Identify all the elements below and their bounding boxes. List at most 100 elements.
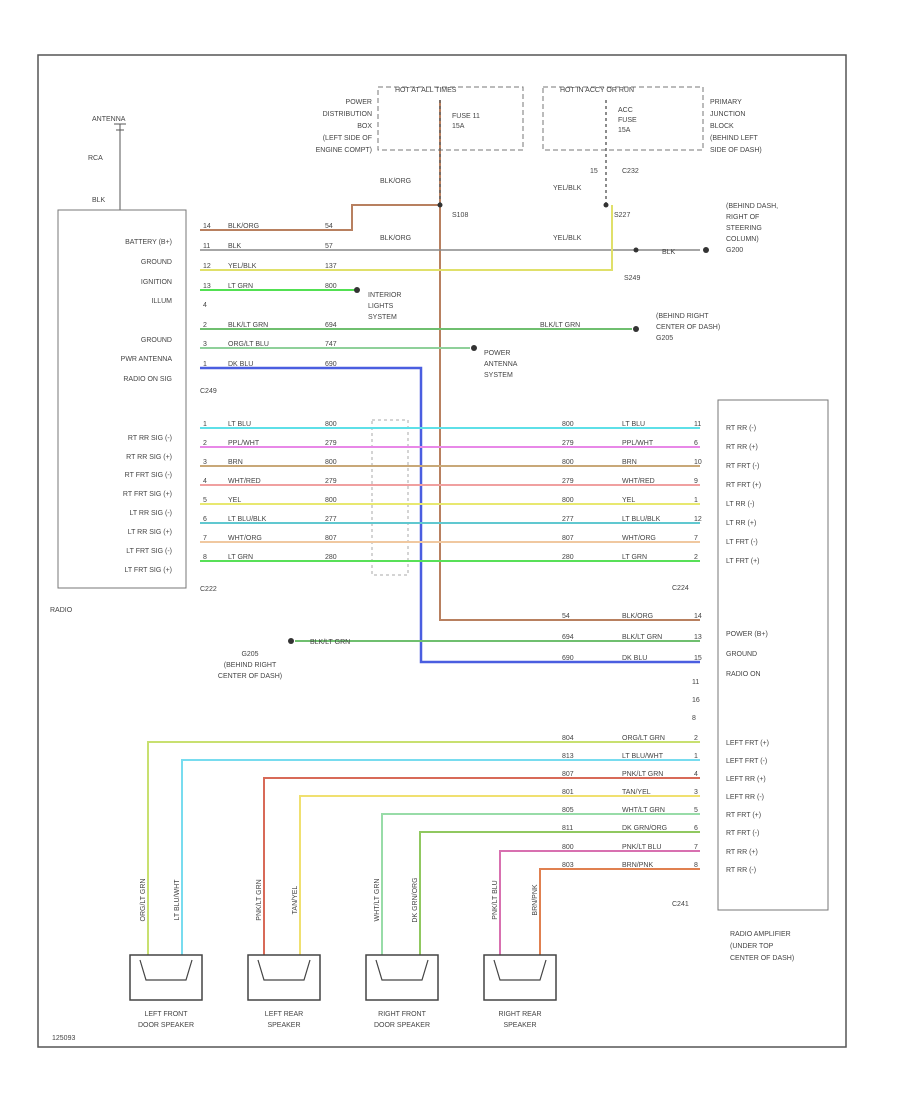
signal-wire-pin-left: 6 [203,516,207,523]
speaker-wire-circuit: 803 [562,862,574,869]
speaker-cone-icon [139,959,193,981]
power-distribution-label-line: BOX [357,123,372,130]
signal-wire-circuit-right: 807 [562,535,574,542]
signal-wire-circuit-right: 277 [562,516,574,523]
primary-junction-label-line: PRIMARY [710,99,742,106]
signal-wire-color-left: LT GRN [228,554,253,561]
ground-g200-label: COLUMN) [726,236,759,243]
wire-dk-blu-radio-on [200,366,700,664]
speaker-wire-line [419,831,700,955]
speaker-name-label: RIGHT REAR [498,1011,541,1018]
speaker-wire-vertical-label: PNK/LT BLU [492,880,499,919]
amplifier-label-line: RADIO AMPLIFIER [730,931,791,938]
signal-wire-color-left: BRN [228,459,243,466]
speaker-wire-line [539,868,700,955]
upper-wire-color: BLK/ORG [228,223,259,230]
signal-wire-color-right: WHT/RED [622,478,655,485]
amplifier-upper-pin-label: LT FRT (-) [726,539,758,546]
ground-g200-label: (BEHIND DASH, [726,203,778,210]
signal-wire-color-left: YEL [228,497,241,504]
power-distribution-label-line: ENGINE COMPT) [316,147,372,154]
speaker-wire-color: LT BLU/WHT [622,753,664,760]
radio-upper-pin-label: IGNITION [141,279,172,286]
speaker-wire-line [263,777,700,955]
upper-wire-color: LT GRN [228,283,253,290]
radio-upper-pin-label: GROUND [141,259,172,266]
interior-lights-label: SYSTEM [368,314,397,321]
upper-wire-pin: 11 [203,243,210,250]
primary-junction-label-line: BLOCK [710,123,734,130]
upper-wire-pin: 13 [203,283,211,290]
amplifier-power-pin-label: GROUND [726,651,757,658]
amplifier-upper-pin-label: RT RR (-) [726,425,756,432]
speaker-wire-color: ORG/LT GRN [622,735,665,742]
power-distribution-label-line: POWER [346,99,372,106]
speaker-wire-line [147,741,700,955]
speaker-name-label: LEFT REAR [265,1011,303,1018]
speaker-wire-color: DK GRN/ORG [622,825,667,832]
signal-wire-color-left: WHT/ORG [228,535,262,542]
radio-upper-pin-label: RADIO ON SIG [123,376,172,383]
upper-wire-color: YEL/BLK [228,263,257,270]
speaker-cone-icon [375,959,429,981]
signal-wire-pin-right: 1 [694,497,698,504]
speaker-wire-vertical-label: WHT/LT GRN [374,879,381,922]
fuse-11-label-line: FUSE 11 [452,113,480,120]
power-antenna-label: POWER [484,350,510,357]
splice-s108-label: S108 [452,212,468,219]
power-antenna-label: SYSTEM [484,372,513,379]
upper-wire-pin: 4 [203,302,207,309]
speaker-body [247,954,321,1001]
wire-blk-org-radio [200,204,440,231]
ground-g200-label: STEERING [726,225,762,232]
interior-lights-label: INTERIOR [368,292,401,299]
signal-wire-circuit-left: 277 [325,516,337,523]
signal-wire-color-right: LT BLU [622,421,645,428]
speaker-wire-pin: 2 [694,735,698,742]
signal-wire-pin-right: 10 [694,459,702,466]
amp-power-circuit: 690 [562,655,574,662]
signal-wire-pin-left: 1 [203,421,207,428]
radio-lower-pin-label: LT RR SIG (+) [128,529,172,536]
ground-g205-upper-label: G205 [656,335,673,342]
ground-g200-label: G200 [726,247,743,254]
antenna-label: ANTENNA [92,116,126,123]
amplifier-upper-pin-label: RT FRT (-) [726,463,759,470]
amp-power-circuit: 54 [562,613,570,620]
speaker-wire-pin: 3 [694,789,698,796]
upper-wire-circuit: 690 [325,361,337,368]
signal-wire-circuit-left: 279 [325,440,337,447]
splice-s108-dot [437,202,443,208]
amplifier-extra-pin: 16 [692,697,700,704]
footer-code: 125093 [52,1035,75,1042]
signal-wire-pin-left: 8 [203,554,207,561]
speaker-wire-circuit: 807 [562,771,574,778]
signal-wire-circuit-right: 800 [562,459,574,466]
speaker-body [483,954,557,1001]
blk-lt-grn-long-label: BLK/LT GRN [540,322,580,329]
connector-c232-label: C232 [622,168,639,175]
upper-wire-color: ORG/LT BLU [228,341,269,348]
signal-wire-pin-right: 6 [694,440,698,447]
signal-wire-pin-left: 5 [203,497,207,504]
speaker-body [129,954,203,1001]
amplifier-power-pin-label: RADIO ON [726,671,761,678]
upper-wire-pin: 12 [203,263,211,270]
amplifier-lower-pin-label: LEFT FRT (-) [726,758,767,765]
signal-wire-circuit-left: 807 [325,535,337,542]
ground-g200-wire: BLK [662,249,676,256]
radio-lower-pin-label: LT FRT SIG (-) [126,548,172,555]
splice-s227-dot [603,202,609,208]
upper-wire-circuit: 800 [325,283,337,290]
signal-wire-pin-left: 2 [203,440,207,447]
signal-wire-pin-right: 9 [694,478,698,485]
power-distribution-label-line: DISTRIBUTION [323,111,372,118]
upper-wire-pin: 2 [203,322,207,329]
speaker-name-label: RIGHT FRONT [378,1011,426,1018]
